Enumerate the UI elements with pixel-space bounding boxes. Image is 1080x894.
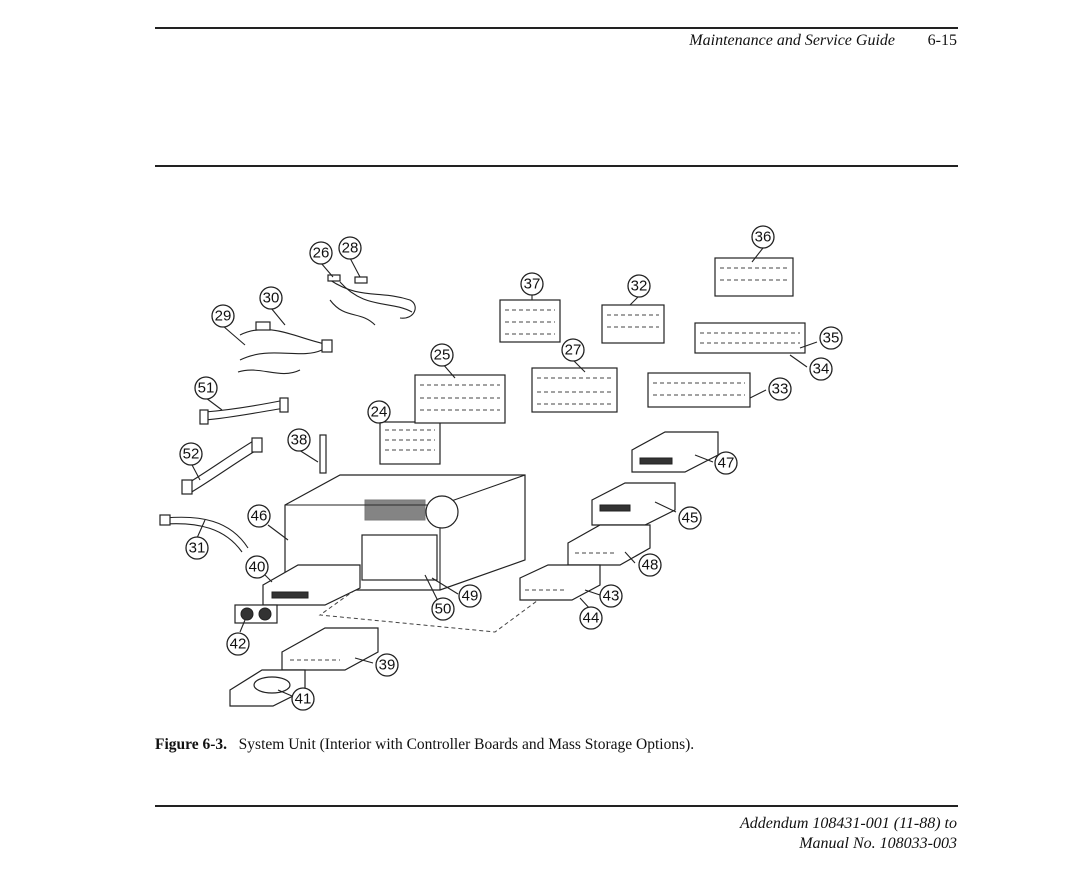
svg-text:37: 37 xyxy=(524,276,541,293)
board-25 xyxy=(414,374,506,424)
drive-39 xyxy=(281,627,379,671)
board-32 xyxy=(601,304,665,344)
cable-52 xyxy=(181,437,263,495)
svg-text:42: 42 xyxy=(230,636,247,653)
section-rule xyxy=(155,165,958,167)
callout-24: 24 xyxy=(367,400,391,424)
footer-manual-number: Manual No. 108033-003 xyxy=(799,835,957,852)
callout-51: 51 xyxy=(194,376,218,400)
board-38 xyxy=(319,434,327,474)
callout-46: 46 xyxy=(247,504,271,528)
callout-31: 31 xyxy=(185,536,209,560)
board-37 xyxy=(499,299,561,343)
exploded-parts-illustration: 24 25 26 27 28 29 30 31 32 33 34 35 36 3… xyxy=(159,225,843,711)
footer: Addendum 108431-001 (11-88) to Manual No… xyxy=(740,814,957,854)
svg-text:50: 50 xyxy=(435,601,452,618)
callout-50: 50 xyxy=(431,597,455,621)
cable-51 xyxy=(199,397,289,425)
callout-35: 35 xyxy=(819,326,843,350)
svg-text:33: 33 xyxy=(772,381,789,398)
svg-text:41: 41 xyxy=(295,691,312,708)
svg-text:26: 26 xyxy=(313,245,330,262)
svg-text:43: 43 xyxy=(603,588,620,605)
page-number: 6-15 xyxy=(927,32,957,49)
callout-39: 39 xyxy=(375,653,399,677)
board-33 xyxy=(647,372,751,408)
callout-37: 37 xyxy=(520,272,544,296)
callout-25: 25 xyxy=(430,343,454,367)
svg-text:47: 47 xyxy=(718,455,735,472)
svg-text:48: 48 xyxy=(642,557,659,574)
svg-text:29: 29 xyxy=(215,308,232,325)
callout-34: 34 xyxy=(809,357,833,381)
board-35-34 xyxy=(694,322,806,354)
callout-44: 44 xyxy=(579,606,603,630)
callout-41: 41 xyxy=(291,687,315,711)
callout-38: 38 xyxy=(287,428,311,452)
drive-45 xyxy=(591,482,676,526)
callout-45: 45 xyxy=(678,506,702,530)
disk-41 xyxy=(229,669,306,707)
drive-43-44 xyxy=(519,564,601,601)
callout-43: 43 xyxy=(599,584,623,608)
svg-text:28: 28 xyxy=(342,240,359,257)
svg-text:25: 25 xyxy=(434,347,451,364)
callout-36: 36 xyxy=(751,225,775,249)
callout-30: 30 xyxy=(259,286,283,310)
svg-text:27: 27 xyxy=(565,342,582,359)
cable-31 xyxy=(159,514,249,553)
svg-text:52: 52 xyxy=(183,446,200,463)
svg-text:45: 45 xyxy=(682,510,699,527)
callout-48: 48 xyxy=(638,553,662,577)
callout-49: 49 xyxy=(458,584,482,608)
svg-text:36: 36 xyxy=(755,229,772,246)
header-rule xyxy=(155,27,958,29)
system-unit-chassis xyxy=(284,474,546,633)
svg-text:46: 46 xyxy=(251,508,268,525)
svg-text:35: 35 xyxy=(823,330,840,347)
board-24 xyxy=(379,421,441,465)
figure-caption-text: System Unit (Interior with Controller Bo… xyxy=(238,736,695,753)
board-36 xyxy=(714,257,794,297)
footer-addendum: Addendum 108431-001 (11-88) to xyxy=(740,815,957,832)
svg-text:34: 34 xyxy=(813,361,830,378)
callout-40: 40 xyxy=(245,555,269,579)
svg-text:51: 51 xyxy=(198,380,215,397)
callout-28: 28 xyxy=(338,236,362,260)
svg-text:44: 44 xyxy=(583,610,600,627)
callout-33: 33 xyxy=(768,377,792,401)
drive-48 xyxy=(567,524,651,566)
cables-26-28 xyxy=(327,274,416,326)
footer-rule xyxy=(155,805,958,807)
speaker-42 xyxy=(234,604,278,624)
callout-29: 29 xyxy=(211,304,235,328)
callout-32: 32 xyxy=(627,274,651,298)
cables-29-30 xyxy=(237,321,333,375)
callout-42: 42 xyxy=(226,632,250,656)
svg-text:38: 38 xyxy=(291,432,308,449)
figure-caption: Figure 6-3. System Unit (Interior with C… xyxy=(155,736,694,754)
svg-text:49: 49 xyxy=(462,588,479,605)
svg-text:24: 24 xyxy=(371,404,388,421)
svg-text:40: 40 xyxy=(249,559,266,576)
callout-26: 26 xyxy=(309,241,333,265)
drive-40 xyxy=(262,564,361,606)
board-27 xyxy=(531,367,618,413)
callout-52: 52 xyxy=(179,442,203,466)
svg-text:31: 31 xyxy=(189,540,206,557)
svg-text:39: 39 xyxy=(379,657,396,674)
running-header-title: Maintenance and Service Guide xyxy=(689,32,895,49)
figure-label: Figure 6-3. xyxy=(155,736,228,753)
callout-27: 27 xyxy=(561,338,585,362)
drive-47 xyxy=(631,431,719,473)
svg-text:32: 32 xyxy=(631,278,648,295)
svg-text:30: 30 xyxy=(263,290,280,307)
callout-47: 47 xyxy=(714,451,738,475)
